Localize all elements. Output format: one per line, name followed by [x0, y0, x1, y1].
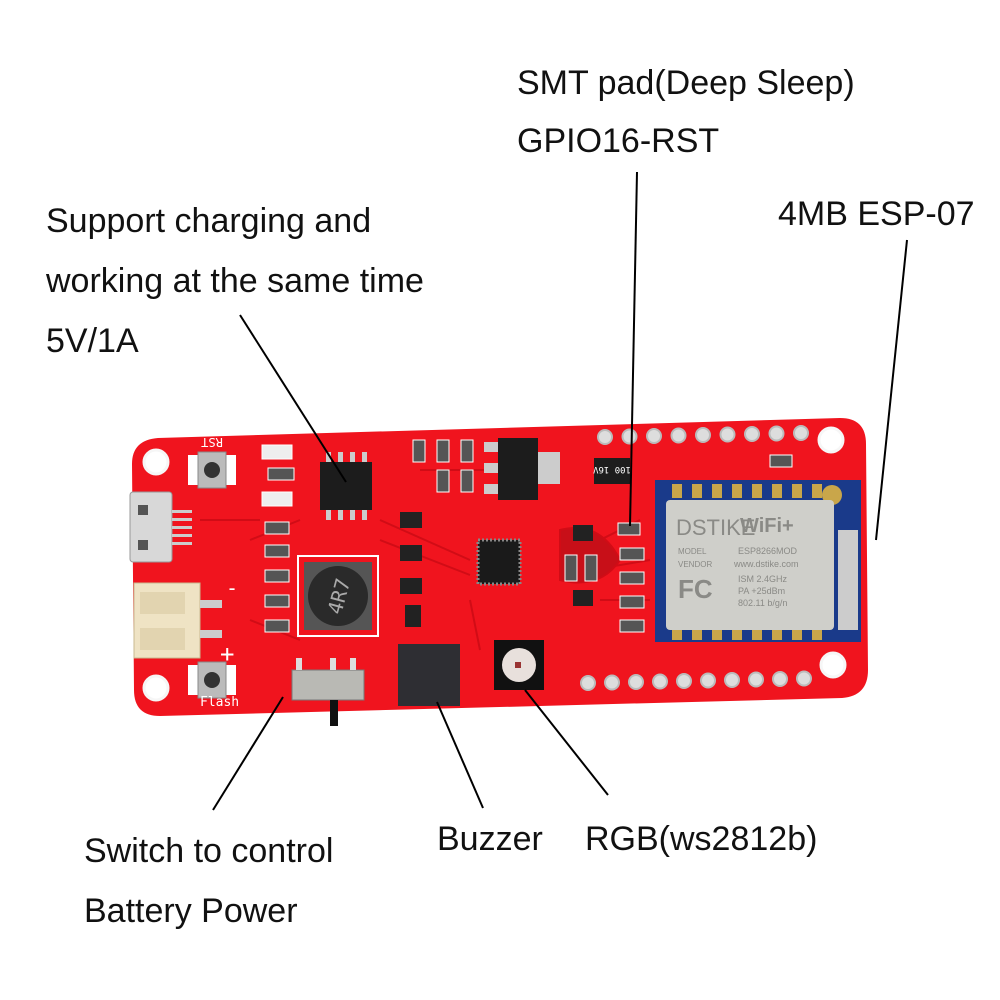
- leader-switch: [212, 696, 284, 811]
- flash-button[interactable]: [188, 661, 236, 699]
- inductor: 4R7: [297, 555, 379, 637]
- usb-serial-chip: [476, 538, 522, 586]
- header-pin-bottom: [604, 674, 620, 691]
- header-pins: [580, 425, 812, 691]
- header-pin-bottom: [628, 674, 644, 690]
- header-pin-bottom: [700, 672, 716, 689]
- rgb-label: RGB(ws2812b): [585, 820, 817, 858]
- module-pad: [792, 626, 802, 640]
- leader-rgb: [524, 689, 609, 796]
- module-pad: [772, 484, 782, 498]
- module-pad: [752, 626, 762, 640]
- transistors: [400, 512, 593, 627]
- module-pad: [812, 484, 822, 498]
- battery-power-switch[interactable]: [291, 658, 365, 726]
- leader-smt-pad: [629, 171, 638, 527]
- capacitor-marking: 100 16V: [592, 464, 631, 474]
- header-pin-top: [621, 428, 638, 445]
- module-fcc: FC: [678, 574, 713, 604]
- header-pin-top: [695, 427, 711, 443]
- header-pin-bottom: [724, 672, 740, 688]
- module-pad: [772, 626, 782, 640]
- buzzer: [398, 644, 460, 706]
- smd-components: [261, 439, 793, 633]
- switch-label-line2: Battery Power: [84, 892, 298, 930]
- module-pad: [692, 484, 702, 498]
- module-vendor-label: VENDOR: [678, 560, 712, 569]
- module-pad: [672, 626, 682, 640]
- module-pad: [812, 626, 822, 640]
- buzzer-label: Buzzer: [437, 820, 543, 858]
- header-pin-top: [768, 425, 785, 442]
- header-pin-top: [744, 426, 760, 442]
- module-pad: [732, 626, 742, 640]
- module-model: ESP8266MOD: [738, 546, 798, 556]
- leader-lines: [212, 171, 908, 811]
- module-pad: [672, 484, 682, 498]
- rst-marking: RST: [201, 435, 223, 449]
- header-pin-bottom: [772, 671, 788, 687]
- charger-ic: [320, 452, 372, 520]
- leader-buzzer: [436, 701, 484, 809]
- module-brand: DSTIKE: [676, 515, 755, 540]
- esp07-module: DSTIKE WiFi+ MODEL ESP8266MOD VENDOR www…: [655, 480, 861, 642]
- header-pin-top: [793, 425, 809, 441]
- header-pin-bottom: [796, 670, 812, 687]
- header-pin-bottom: [748, 671, 764, 688]
- smt-pad-label-line2: GPIO16-RST: [517, 122, 719, 160]
- module-ism: ISM 2.4GHz: [738, 574, 788, 584]
- charging-label-line2: working at the same time: [45, 262, 424, 300]
- flash-marking: Flash: [200, 695, 239, 710]
- module-pad: [792, 484, 802, 498]
- leader-charging: [239, 314, 347, 483]
- charging-label-line3: 5V/1A: [46, 322, 139, 360]
- minus-marking: -: [226, 576, 238, 600]
- switch-label-line1: Switch to control: [84, 832, 333, 870]
- module-pa: PA +25dBm: [738, 586, 785, 596]
- capacitor: 100 16V: [592, 458, 631, 484]
- module-logo: WiFi+: [740, 515, 794, 537]
- rgb-led: [494, 640, 544, 690]
- module-pad: [712, 484, 722, 498]
- module-model-label: MODEL: [678, 547, 707, 556]
- header-pin-top: [670, 427, 687, 444]
- battery-connector: [133, 582, 222, 659]
- charging-label-line1: Support charging and: [46, 202, 371, 240]
- header-pin-top: [646, 428, 662, 444]
- module-url: www.dstike.com: [733, 559, 799, 569]
- module-pad: [712, 626, 722, 640]
- micro-usb-port: [129, 491, 192, 563]
- header-pin-bottom: [580, 675, 596, 691]
- rst-button[interactable]: [188, 451, 236, 489]
- smt-pad-label-line1: SMT pad(Deep Sleep): [517, 64, 855, 102]
- module-pad: [692, 626, 702, 640]
- deep-sleep-smt-pad: [617, 522, 641, 536]
- module-pad: [732, 484, 742, 498]
- header-pin-top: [597, 429, 613, 445]
- mounting-holes: [142, 426, 847, 702]
- module-pad: [752, 484, 762, 498]
- plus-marking: +: [220, 640, 234, 668]
- header-pin-bottom: [652, 673, 668, 690]
- leader-esp07: [875, 239, 908, 541]
- esp07-label: 4MB ESP-07: [778, 195, 975, 233]
- module-std: 802.11 b/g/n: [738, 598, 787, 608]
- header-pin-top: [719, 426, 736, 443]
- header-pin-bottom: [676, 673, 692, 689]
- voltage-regulator: [484, 438, 560, 500]
